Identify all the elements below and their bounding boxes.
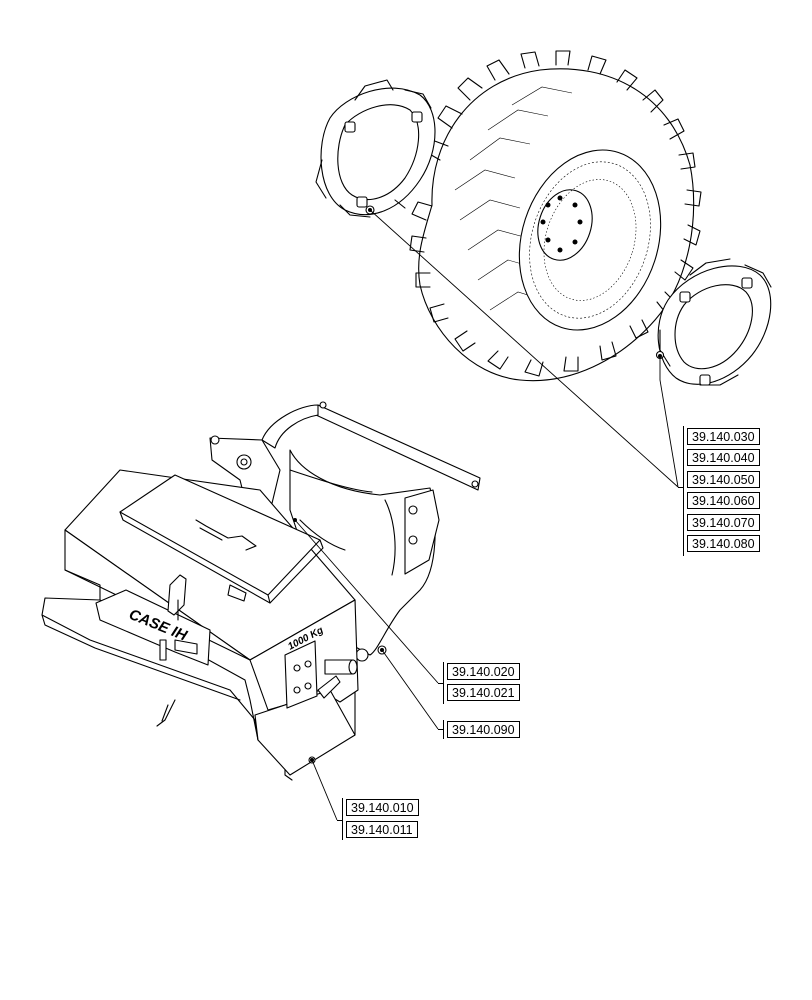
wheel-weight-ring-left bbox=[315, 79, 436, 218]
leader-lines bbox=[293, 208, 679, 821]
callout-bracket-tick bbox=[337, 820, 343, 821]
part-ref-label[interactable]: 39.140.050 bbox=[687, 471, 760, 488]
callout-bracket-wheel-weights bbox=[683, 426, 684, 556]
part-ref-label[interactable]: 39.140.011 bbox=[346, 821, 418, 838]
callout-bracket-tick bbox=[678, 487, 684, 488]
part-ref-label[interactable]: 39.140.030 bbox=[687, 428, 760, 445]
part-ref-label[interactable]: 39.140.020 bbox=[447, 663, 520, 680]
front-ballast-weight: CASE IH 1000 Kg bbox=[41, 469, 359, 781]
wheel-weight-ring-right bbox=[655, 258, 772, 386]
callout-bracket-tick bbox=[438, 729, 444, 730]
callout-bracket-front-weight bbox=[342, 798, 343, 840]
part-ref-label[interactable]: 39.140.080 bbox=[687, 535, 760, 552]
part-ref-label[interactable]: 39.140.010 bbox=[346, 799, 419, 816]
part-ref-label[interactable]: 39.140.060 bbox=[687, 492, 760, 509]
part-ref-label[interactable]: 39.140.021 bbox=[447, 684, 520, 701]
part-ref-label[interactable]: 39.140.090 bbox=[447, 721, 520, 738]
part-ref-label[interactable]: 39.140.070 bbox=[687, 514, 760, 531]
callout-bracket-tick bbox=[438, 683, 444, 684]
tractor-tyre bbox=[409, 50, 702, 382]
part-ref-label[interactable]: 39.140.040 bbox=[687, 449, 760, 466]
